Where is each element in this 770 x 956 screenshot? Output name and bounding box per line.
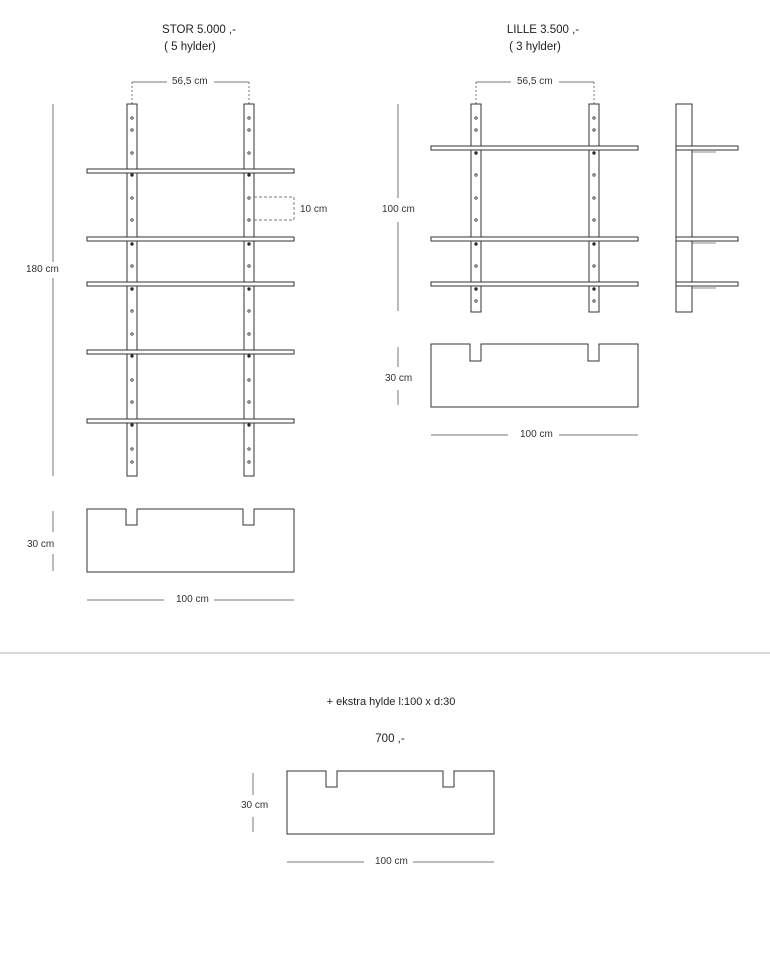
peg-hole [592, 242, 596, 246]
lille-length-label: 100 cm [520, 429, 553, 440]
peg-hole [130, 400, 134, 404]
peg-hole [247, 309, 251, 313]
peg-hole [130, 447, 134, 451]
extra-title: + ekstra hylde l:100 x d:30 [326, 696, 456, 708]
stor-width-label: 56,5 cm [172, 76, 208, 87]
peg-hole [474, 151, 478, 155]
extra-shelf-top-view [252, 770, 495, 863]
lille-height-label: 100 cm [382, 204, 415, 215]
peg-hole [247, 128, 251, 132]
peg-hole [247, 354, 251, 358]
peg-hole [592, 264, 596, 268]
stor-shelf [86, 418, 295, 424]
peg-hole [592, 287, 596, 291]
peg-hole [247, 151, 251, 155]
peg-hole [130, 196, 134, 200]
peg-hole [474, 128, 478, 132]
peg-hole [130, 378, 134, 382]
extra-length-label: 100 cm [375, 856, 408, 867]
peg-hole [130, 309, 134, 313]
extra-depth-label: 30 cm [241, 800, 269, 811]
peg-hole [130, 287, 134, 291]
stor-shelf-top-view [52, 508, 295, 601]
peg-hole [130, 151, 134, 155]
peg-hole [247, 332, 251, 336]
peg-hole [130, 218, 134, 222]
peg-hole [474, 287, 478, 291]
lille-shelf [430, 281, 639, 287]
lille-shelf-top-view [397, 343, 639, 436]
peg-hole [474, 116, 478, 120]
peg-hole [247, 447, 251, 451]
peg-hole [130, 264, 134, 268]
peg-hole [130, 242, 134, 246]
lille-shelf [430, 145, 639, 151]
peg-hole [474, 196, 478, 200]
peg-hole [592, 218, 596, 222]
stor-front-view [52, 81, 295, 477]
peg-hole [592, 128, 596, 132]
lille-width-label: 56,5 cm [517, 76, 553, 87]
stor-shelf [86, 281, 295, 287]
lille-subtitle: ( 3 hylder) [509, 41, 561, 53]
stor-height-label: 180 cm [26, 264, 59, 275]
lille-shelf [430, 236, 639, 242]
stor-shelf [86, 349, 295, 355]
peg-hole [247, 460, 251, 464]
peg-hole [474, 264, 478, 268]
peg-hole [474, 299, 478, 303]
peg-hole [247, 264, 251, 268]
stor-length-label: 100 cm [176, 594, 209, 605]
peg-hole [592, 299, 596, 303]
stor-spacing-label: 10 cm [300, 204, 328, 215]
peg-hole [247, 378, 251, 382]
peg-hole [247, 287, 251, 291]
peg-hole [130, 128, 134, 132]
peg-hole [474, 242, 478, 246]
peg-hole [592, 173, 596, 177]
peg-hole [247, 400, 251, 404]
lille-upright-holes [474, 116, 596, 303]
lille-depth-label: 30 cm [385, 373, 413, 384]
peg-hole [130, 116, 134, 120]
stor-shelf [86, 236, 295, 242]
lille-title: LILLE 3.500 ,- [506, 24, 580, 36]
peg-hole [247, 423, 251, 427]
stor-shelf [86, 168, 295, 174]
peg-hole [130, 460, 134, 464]
extra-price: 700 ,- [375, 733, 405, 745]
peg-hole [247, 116, 251, 120]
peg-hole [592, 196, 596, 200]
lille-right-upright [588, 103, 600, 313]
peg-hole [130, 173, 134, 177]
peg-hole [247, 196, 251, 200]
peg-hole [130, 354, 134, 358]
peg-hole [130, 332, 134, 336]
peg-hole [247, 218, 251, 222]
peg-hole [474, 218, 478, 222]
lille-front-view [397, 81, 639, 313]
peg-hole [592, 116, 596, 120]
stor-upright-holes [130, 116, 251, 464]
lille-left-upright [470, 103, 482, 313]
peg-hole [247, 242, 251, 246]
stor-subtitle: ( 5 hylder) [164, 41, 216, 53]
stor-depth-label: 30 cm [27, 539, 55, 550]
peg-hole [130, 423, 134, 427]
peg-hole [592, 151, 596, 155]
lille-side-view [675, 103, 739, 313]
peg-hole [474, 173, 478, 177]
peg-hole [247, 173, 251, 177]
stor-title: STOR 5.000 ,- [162, 24, 236, 36]
